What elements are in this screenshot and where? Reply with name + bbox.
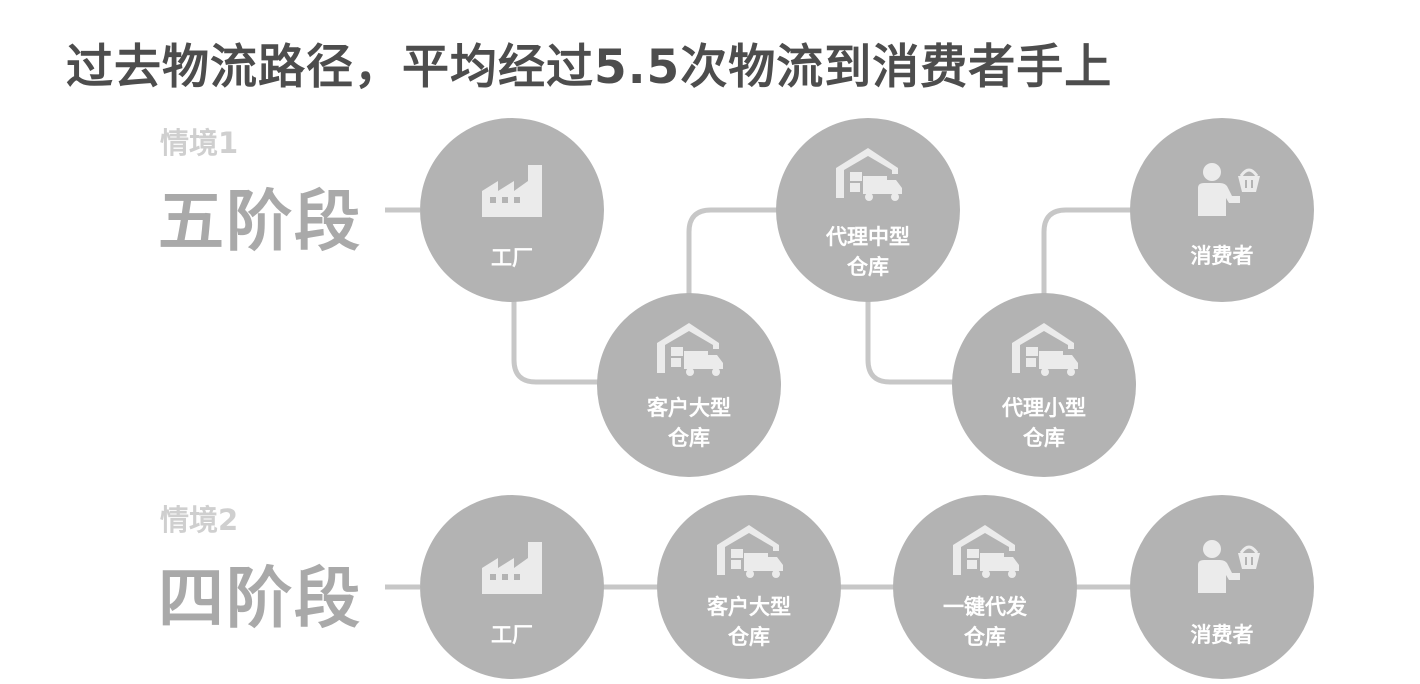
node-label-factory: 工厂 [491, 246, 533, 270]
page-title: 过去物流路径，平均经过5.5次物流到消费者手上 [66, 40, 1113, 95]
node-agent-medium-warehouse [776, 118, 960, 302]
node-label-agent-small-warehouse: 代理小型 仓库 [1002, 396, 1086, 450]
node-label-consumer: 消费者 [1190, 244, 1254, 268]
scenario-2-label: 情境2 [160, 503, 239, 537]
connector-large-to-medium [686, 207, 780, 300]
node-label-client-large-warehouse: 客户大型 仓库 [647, 396, 731, 450]
node-label-agent-medium-warehouse: 代理中型 仓库 [826, 225, 910, 279]
node-label-consumer-2: 消费者 [1190, 623, 1254, 647]
scenario-1-stages: 五阶段 [158, 183, 362, 260]
connector-medium-to-small [865, 300, 955, 385]
node-agent-small-warehouse [952, 293, 1136, 477]
node-label-factory-2: 工厂 [491, 623, 533, 647]
scenario-1-connectors [385, 207, 1134, 385]
node-client-large-warehouse-2 [657, 495, 841, 679]
node-one-click-warehouse [893, 495, 1077, 679]
node-label-one-click-warehouse: 一键代发 仓库 [943, 595, 1027, 649]
scenario-1-nodes [420, 118, 1314, 477]
scenario-2-stages: 四阶段 [158, 560, 362, 637]
node-client-large-warehouse [597, 293, 781, 477]
connector-factory-to-large [511, 300, 600, 385]
node-label-client-large-warehouse-2: 客户大型 仓库 [707, 595, 791, 649]
scenario-1-label: 情境1 [160, 126, 239, 160]
connector-small-to-consumer [1041, 207, 1134, 300]
